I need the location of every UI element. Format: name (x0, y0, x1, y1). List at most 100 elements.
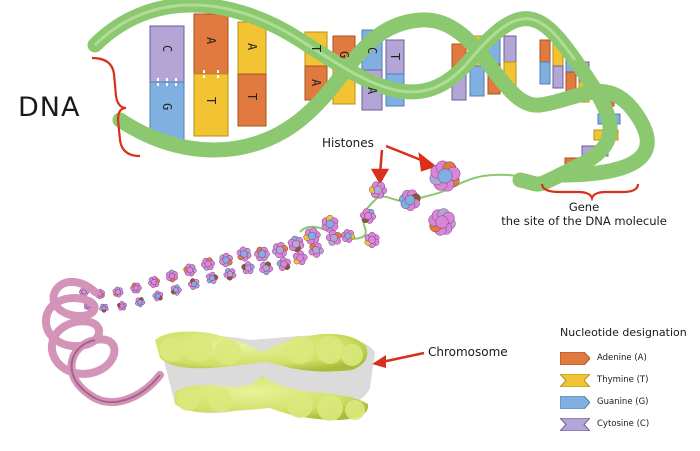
cytosine-arrow-icon (560, 417, 590, 431)
histone-bead (312, 246, 320, 254)
histone-bead (244, 264, 252, 272)
base-pair-bar (237, 73, 267, 127)
adenine-arrow-icon (560, 351, 590, 365)
chromosome-bead (341, 344, 363, 366)
dna-backbone-highlight (93, 3, 577, 94)
chromosome-arrow-head (372, 355, 386, 368)
base-letter: A (245, 43, 259, 51)
histone-bead (435, 215, 449, 229)
dna-backbone-strand (112, 12, 655, 183)
chromosome-bead (345, 400, 365, 420)
nucleosomes (79, 160, 461, 313)
thymine-arrow-icon (560, 373, 590, 387)
chromosome (155, 331, 375, 421)
base-letter: T (204, 97, 218, 104)
histone-bead (258, 250, 266, 258)
legend-title: Nucleotide designation (560, 326, 687, 339)
histone-bead (262, 264, 270, 272)
histone-bead (191, 281, 197, 287)
chromosome-label: Chromosome (428, 345, 508, 359)
thymine-swatch (560, 373, 590, 387)
legend-item-adenine: Adenine (A) (560, 347, 700, 369)
hydrogen-bonds (157, 70, 219, 88)
histone-bead (155, 293, 161, 299)
base-letters: C G A T A T T A G C A T (160, 37, 402, 110)
histone-bead (168, 272, 176, 280)
gene-label-line2: the site of the DNA molecule (501, 214, 667, 228)
histone-arrows (370, 144, 437, 185)
chromosome-arrow (372, 351, 425, 368)
base-letter: G (337, 51, 351, 58)
legend-label: Guanine (G) (597, 397, 649, 407)
histone-bead (344, 232, 352, 240)
histone-bead (240, 250, 248, 258)
chromosome-bead (208, 388, 232, 412)
base-letter: A (309, 79, 323, 87)
chromosome-bead (215, 339, 241, 365)
histone-bead (208, 274, 216, 282)
histone-bead (101, 305, 107, 311)
gene-bracket (540, 183, 640, 202)
chromosome-bead (287, 392, 313, 418)
dna-bracket (91, 56, 141, 158)
histone-bead (186, 266, 194, 274)
histone-bead (325, 219, 335, 229)
base-letter: C (365, 47, 379, 54)
chromosome-bead (316, 336, 344, 364)
histone-bead (276, 246, 284, 254)
base-letter: T (388, 53, 402, 60)
base-letter: A (365, 87, 379, 95)
histone-bead (291, 239, 301, 249)
histone-bead (173, 287, 179, 293)
legend-label: Adenine (A) (597, 353, 647, 363)
legend-item-cytosine: Cytosine (C) (560, 413, 700, 435)
histone-bead (437, 168, 453, 184)
legend-label: Thymine (T) (597, 375, 649, 385)
histone-bead (81, 289, 87, 295)
legend-label: Cytosine (C) (597, 419, 650, 429)
base-pair-bar (552, 65, 564, 89)
base-pair-bar (539, 61, 551, 85)
histone-bead (226, 270, 234, 278)
dna-label: DNA (18, 92, 81, 123)
histone-bead (280, 260, 288, 268)
chromosome-beads (160, 334, 365, 421)
cytosine-swatch (560, 417, 590, 431)
histones-label: Histones (322, 136, 374, 150)
chromosome-bead (184, 334, 212, 362)
base-pair-bar (539, 39, 551, 63)
histone-bead (151, 279, 157, 285)
base-pair-bar (149, 25, 185, 83)
chromosome-bead (160, 338, 184, 362)
histone-arrow-head (418, 152, 437, 172)
histone-bead (115, 289, 121, 295)
legend-item-guanine: Guanine (G) (560, 391, 700, 413)
base-pair-bar (193, 73, 229, 137)
histone-bead (119, 303, 125, 309)
chromosome-bead (317, 395, 343, 421)
histone-bead (296, 254, 304, 262)
chromatin-coil-shade (70, 339, 161, 404)
guanine-arrow-icon (560, 395, 590, 409)
base-letter: A (204, 37, 218, 45)
histone-bead (137, 299, 143, 305)
histone-bead (133, 285, 139, 291)
base-letter: G (160, 103, 174, 110)
base-letter: T (245, 93, 259, 100)
histone-arrow-head (370, 168, 390, 185)
histone-bead (222, 256, 230, 264)
nucleotide-legend: Nucleotide designation Adenine (A) Thymi… (560, 326, 700, 435)
base-letter: C (160, 45, 174, 52)
histone-bead (307, 231, 317, 241)
base-pair-bar (503, 35, 517, 63)
base-letter: T (309, 45, 323, 52)
histone-bead (364, 212, 372, 220)
histone-bead (368, 236, 376, 244)
histone-bead (204, 260, 212, 268)
legend-item-thymine: Thymine (T) (560, 369, 700, 391)
histone-bead (404, 194, 416, 206)
adenine-swatch (560, 351, 590, 365)
base-pair-bar (469, 65, 485, 97)
